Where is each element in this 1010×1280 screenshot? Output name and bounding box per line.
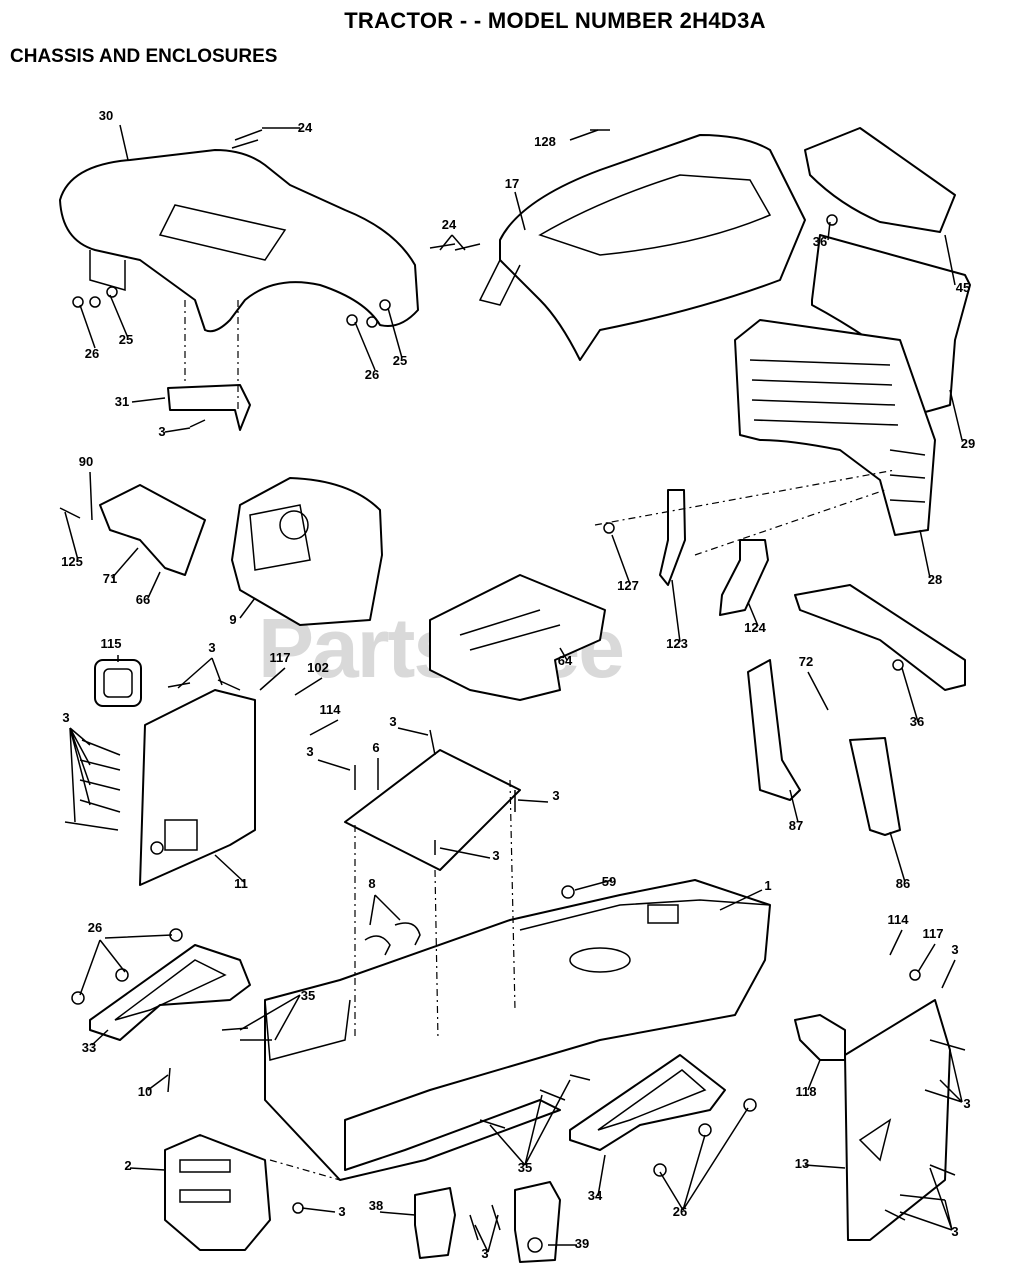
callout-c24a: 24 bbox=[298, 120, 313, 135]
callout-c117b: 117 bbox=[923, 926, 944, 941]
part-hood[interactable] bbox=[478, 134, 806, 361]
part-mounting-plate[interactable] bbox=[344, 749, 521, 871]
callout-c90: 90 bbox=[79, 454, 93, 469]
part-bracket-118[interactable] bbox=[794, 1014, 846, 1061]
callout-c36a: 36 bbox=[813, 234, 827, 249]
callout-c114b: 114 bbox=[888, 912, 910, 927]
part-panel-11[interactable] bbox=[139, 689, 256, 886]
callout-c13: 13 bbox=[795, 1156, 809, 1171]
callout-c24b: 24 bbox=[442, 217, 457, 232]
callout-c3l: 3 bbox=[951, 1224, 958, 1239]
part-bracket-39[interactable] bbox=[514, 1181, 561, 1263]
callout-c117a: 117 bbox=[270, 650, 291, 665]
part-footrest-left[interactable] bbox=[89, 944, 251, 1041]
callout-c25b: 25 bbox=[393, 353, 407, 368]
callout-c26b: 26 bbox=[365, 367, 379, 382]
callout-c3j: 3 bbox=[338, 1204, 345, 1219]
part-dash-panel[interactable] bbox=[231, 477, 383, 626]
callout-c3a: 3 bbox=[158, 424, 165, 439]
leader-lines bbox=[64, 124, 963, 1253]
part-front-bracket[interactable] bbox=[164, 1134, 271, 1251]
callout-c66: 66 bbox=[136, 592, 150, 607]
callout-c64: 64 bbox=[558, 653, 573, 668]
callout-c39: 39 bbox=[575, 1236, 589, 1251]
callout-c31: 31 bbox=[115, 394, 129, 409]
callout-c3b: 3 bbox=[208, 640, 215, 655]
callout-c3c: 3 bbox=[62, 710, 69, 725]
part-rear-fender[interactable] bbox=[59, 149, 419, 333]
callout-c29: 29 bbox=[961, 436, 975, 451]
callout-c87: 87 bbox=[789, 818, 803, 833]
part-support-bar[interactable] bbox=[794, 584, 966, 691]
callout-c102: 102 bbox=[307, 660, 329, 675]
callout-c9: 9 bbox=[229, 612, 236, 627]
callout-c35b: 35 bbox=[518, 1160, 532, 1175]
part-boot-115[interactable] bbox=[94, 659, 142, 707]
callout-c2: 2 bbox=[124, 1158, 131, 1173]
callout-c3d: 3 bbox=[389, 714, 396, 729]
callout-c59: 59 bbox=[602, 874, 616, 889]
callout-c26a: 26 bbox=[85, 346, 99, 361]
callout-c1: 1 bbox=[764, 878, 771, 893]
part-side-panel-87[interactable] bbox=[747, 659, 801, 801]
callout-c17: 17 bbox=[505, 176, 519, 191]
part-fender-bracket[interactable] bbox=[167, 384, 251, 431]
part-steering-support[interactable] bbox=[429, 574, 606, 701]
callout-c11: 11 bbox=[234, 876, 248, 891]
part-grille[interactable] bbox=[734, 319, 936, 536]
callout-c28: 28 bbox=[928, 572, 942, 587]
callout-c128: 128 bbox=[534, 134, 556, 149]
part-side-panel-86[interactable] bbox=[849, 737, 901, 836]
callout-c118: 118 bbox=[796, 1084, 817, 1099]
callout-c115: 115 bbox=[101, 636, 122, 651]
callout-c3f: 3 bbox=[552, 788, 559, 803]
part-main-frame[interactable] bbox=[264, 879, 771, 1181]
callout-c125: 125 bbox=[61, 554, 83, 569]
part-rear-bracket[interactable] bbox=[844, 999, 951, 1241]
callout-c124: 124 bbox=[744, 620, 766, 635]
callout-c8: 8 bbox=[368, 876, 375, 891]
callout-c38: 38 bbox=[369, 1198, 383, 1213]
callout-c3h: 3 bbox=[951, 942, 958, 957]
callout-c3e: 3 bbox=[306, 744, 313, 759]
callout-c26c: 26 bbox=[88, 920, 102, 935]
part-bracket-123[interactable] bbox=[659, 489, 686, 586]
assembly-lines bbox=[184, 300, 896, 1181]
callout-c114a: 114 bbox=[320, 702, 342, 717]
section-title: CHASSIS AND ENCLOSURES bbox=[10, 46, 278, 67]
callout-labels: 3024128173645242625262531329901257166912… bbox=[61, 108, 975, 1261]
callout-c71: 71 bbox=[103, 571, 117, 586]
callout-c25a: 25 bbox=[119, 332, 133, 347]
callout-c10: 10 bbox=[138, 1084, 152, 1099]
callout-c26d: 26 bbox=[673, 1204, 687, 1219]
page-title: TRACTOR - - MODEL NUMBER 2H4D3A bbox=[344, 8, 766, 33]
part-hood-bracket[interactable] bbox=[804, 127, 956, 233]
callout-c45: 45 bbox=[956, 280, 970, 295]
callout-c3k: 3 bbox=[481, 1246, 488, 1261]
callout-c3g: 3 bbox=[492, 848, 499, 863]
part-plate[interactable] bbox=[99, 484, 206, 576]
part-clips[interactable] bbox=[364, 922, 421, 956]
callout-c33: 33 bbox=[82, 1040, 96, 1055]
part-bracket-38[interactable] bbox=[414, 1187, 456, 1259]
callout-c35a: 35 bbox=[301, 988, 315, 1003]
callout-c86: 86 bbox=[896, 876, 910, 891]
part-footrest-right[interactable] bbox=[569, 1054, 726, 1151]
callout-c3i: 3 bbox=[963, 1096, 970, 1111]
callout-c34: 34 bbox=[588, 1188, 603, 1203]
callout-c36b: 36 bbox=[910, 714, 924, 729]
callout-c30: 30 bbox=[99, 108, 113, 123]
callout-c6: 6 bbox=[372, 740, 379, 755]
part-bracket-124[interactable] bbox=[719, 539, 769, 616]
callout-c127: 127 bbox=[617, 578, 639, 593]
callout-c123: 123 bbox=[666, 636, 688, 651]
callout-c72: 72 bbox=[799, 654, 813, 669]
